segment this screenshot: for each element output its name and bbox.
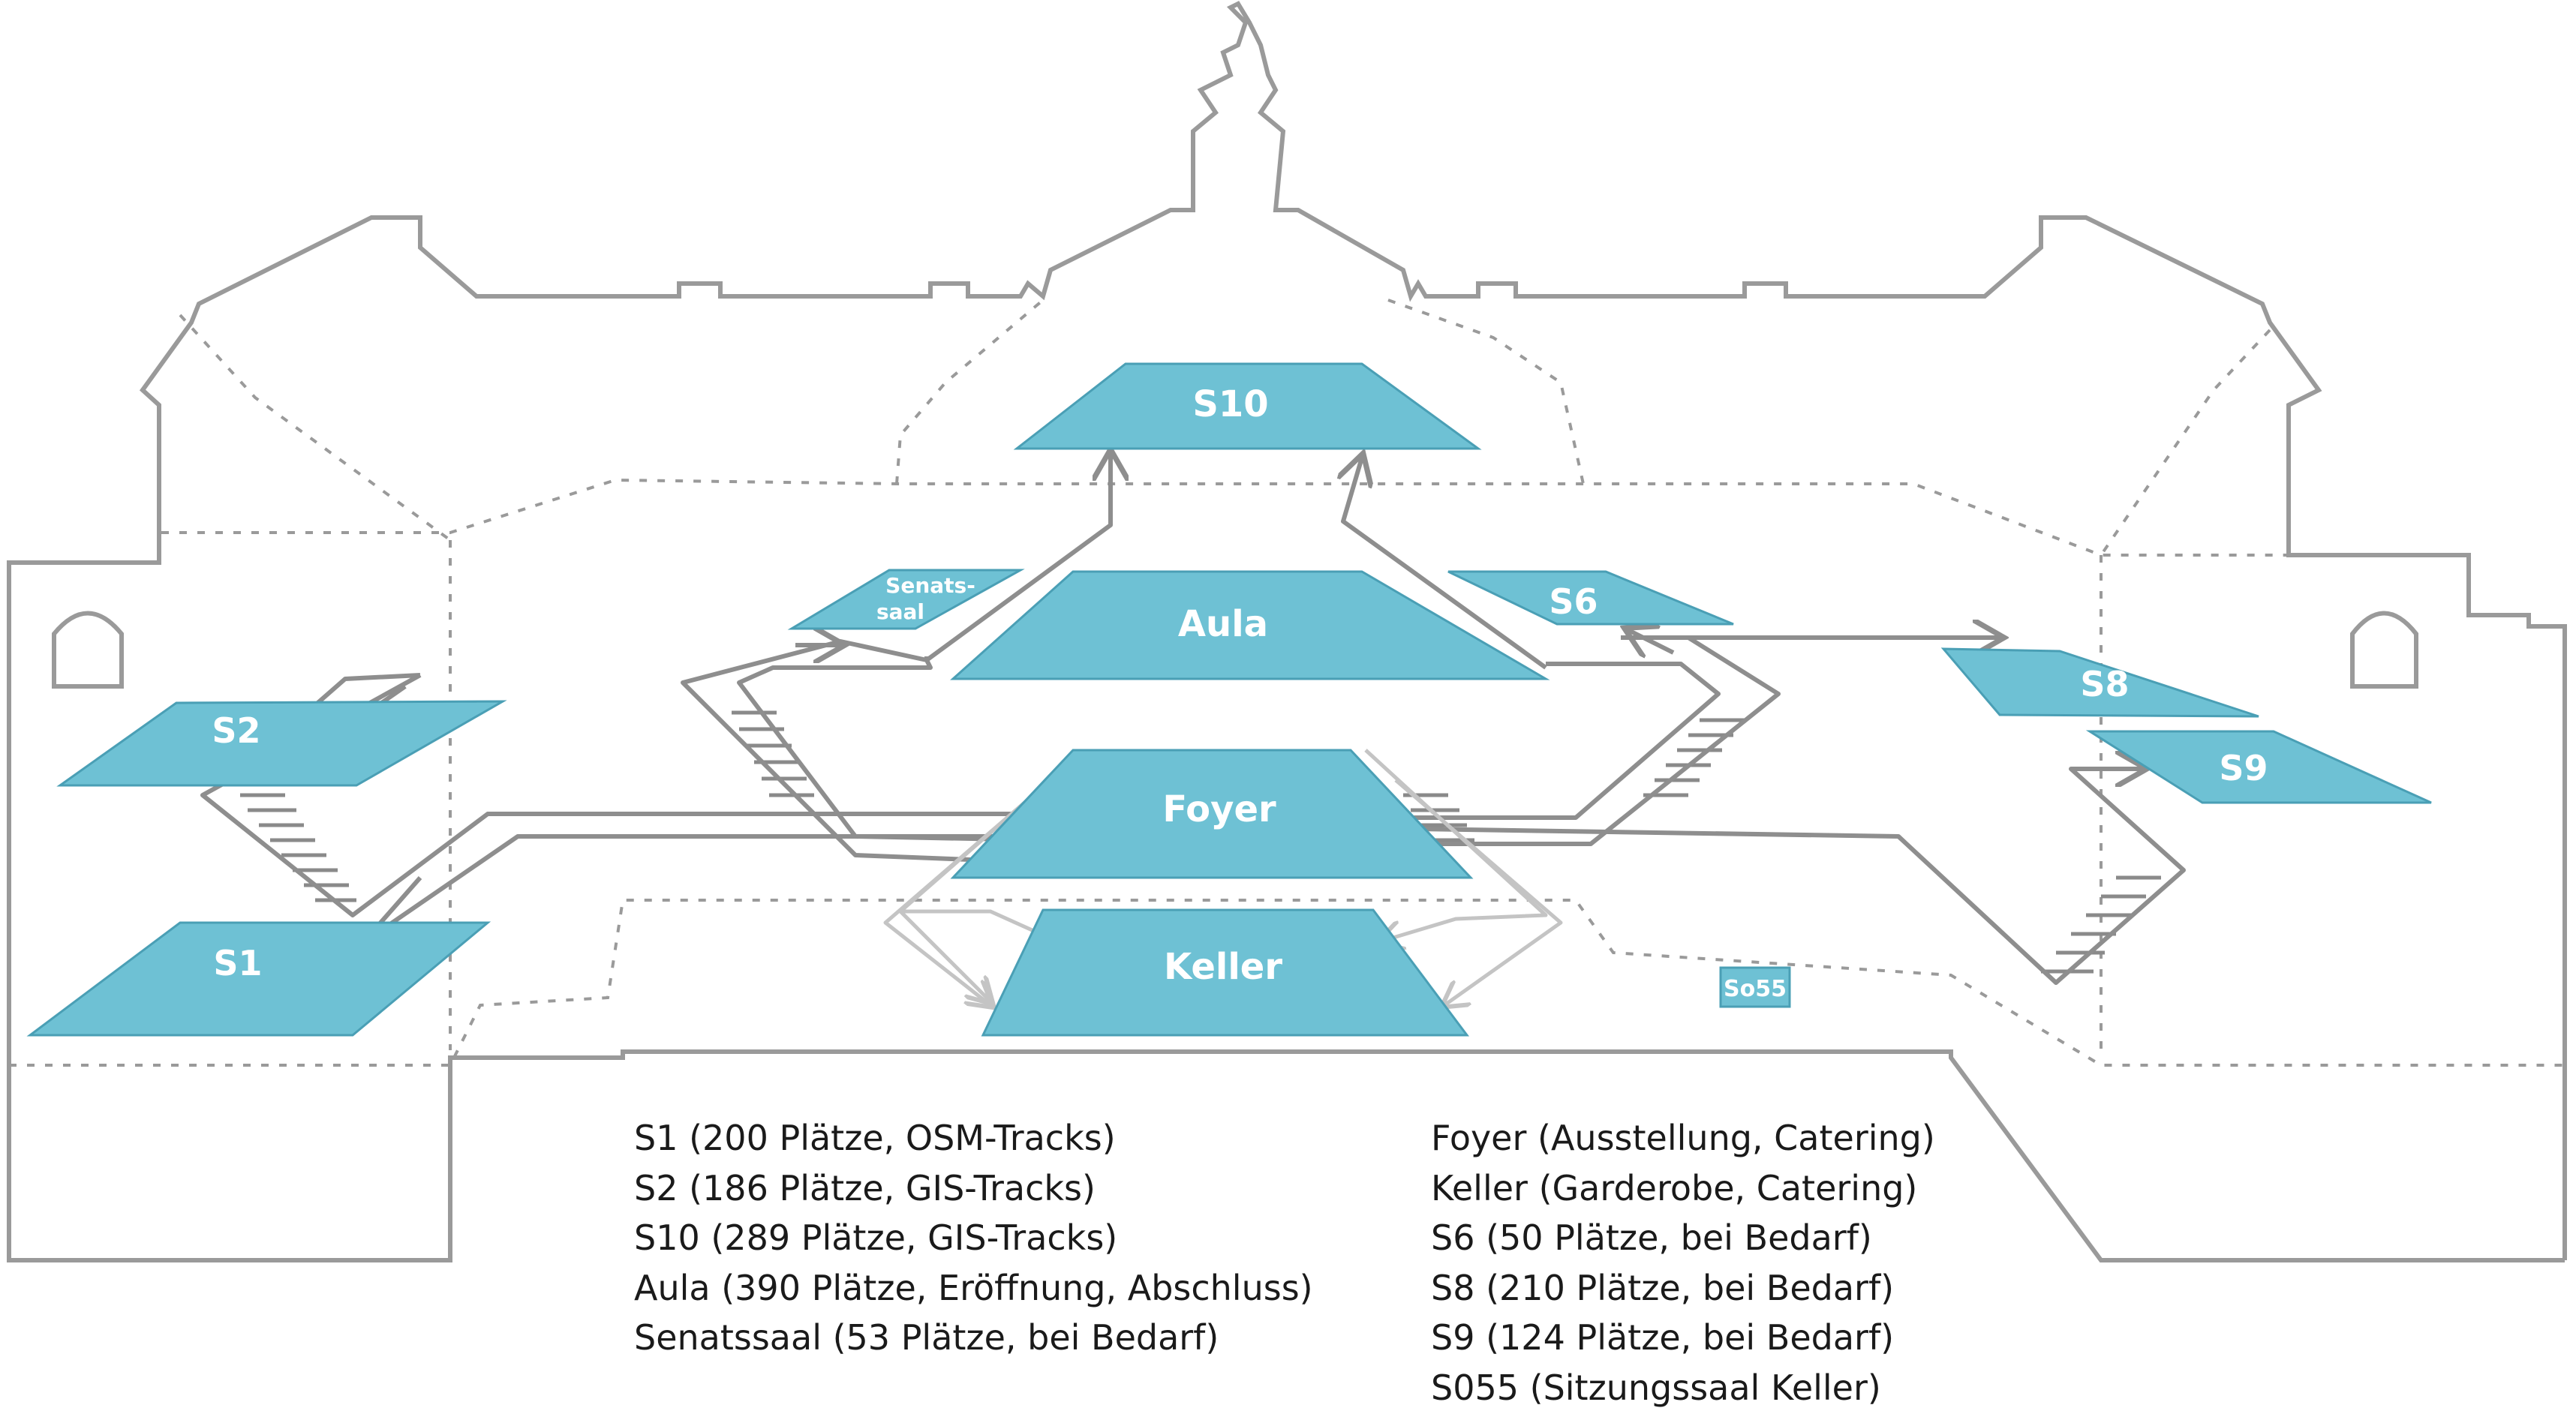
room-so55[interactable] [1719,966,1791,1008]
path-to-s9 [1417,769,2186,985]
legend-item: S10 (289 Plätze, GIS-Tracks) [634,1217,1118,1258]
label-s9: S9 [2219,748,2268,788]
legend-right: Foyer (Ausstellung, Catering) Keller (Ga… [1431,1113,1935,1412]
floor-line [161,478,2289,557]
roof-line-left [179,314,452,542]
label-aula: Aula [1178,603,1268,645]
building-outline-arch-left [52,611,124,689]
room-s2[interactable] [56,700,507,787]
legend-item: S6 (50 Plätze, bei Bedarf) [1431,1217,1872,1258]
basement-line [9,899,2565,1067]
label-senatssaal-2: saal [876,599,924,624]
label-senatssaal-1: Senats- [885,573,975,598]
path-to-s10-left [925,454,1111,662]
label-s1: S1 [213,943,262,983]
path-to-s10-right [1343,458,1547,670]
building-outline-arch-right [2350,611,2418,689]
room-s9[interactable] [2085,730,2432,804]
legend-left: S1 (200 Plätze, OSM-Tracks) S2 (186 Plät… [634,1113,1313,1363]
building-outline [7,1,2567,1260]
room-aula[interactable] [950,570,1550,680]
legend-item: Foyer (Ausstellung, Catering) [1431,1118,1935,1158]
stairs-foyer-right [1403,793,1474,842]
legend-item: Aula (390 Plätze, Eröffnung, Abschluss) [634,1267,1313,1308]
label-s10: S10 [1192,383,1268,425]
label-s8: S8 [2080,664,2129,704]
legend-item: S8 (210 Plätze, bei Bedarf) [1431,1267,1895,1308]
label-keller: Keller [1164,946,1282,988]
building-base-outline [7,1049,2565,1262]
path-foyer-keller-left-b [883,779,1052,1005]
path-foyer-keller-right-b [1394,779,1563,1005]
room-s6[interactable] [1447,570,1734,626]
label-foyer: Foyer [1162,788,1276,830]
room-s1[interactable] [26,921,491,1037]
room-foyer[interactable] [950,749,1474,879]
label-s2: S2 [212,710,260,751]
legend-item: S2 (186 Plätze, GIS-Tracks) [634,1167,1096,1208]
legend-item: S055 (Sitzungssaal Keller) [1431,1367,1881,1408]
dome-line [895,299,1585,485]
roof-line-right [2100,329,2271,557]
label-s6: S6 [1549,581,1598,622]
room-senatssaal[interactable] [787,569,1025,630]
legend-item: Senatssaal (53 Plätze, bei Bedarf) [634,1317,1219,1358]
room-s8[interactable] [1940,647,2259,718]
legend-item: S9 (124 Plätze, bei Bedarf) [1431,1317,1895,1358]
legend-item: Keller (Garderobe, Catering) [1431,1167,1918,1208]
room-s10[interactable] [1013,362,1482,450]
stairs-left [240,793,356,902]
label-so55: So55 [1724,976,1787,1002]
room-keller[interactable] [981,908,1469,1037]
stairs-center-left [732,710,814,797]
path-right-loop [1411,635,1781,846]
path-to-s6 [1628,630,1675,653]
legend-item: S1 (200 Plätze, OSM-Tracks) [634,1118,1116,1158]
